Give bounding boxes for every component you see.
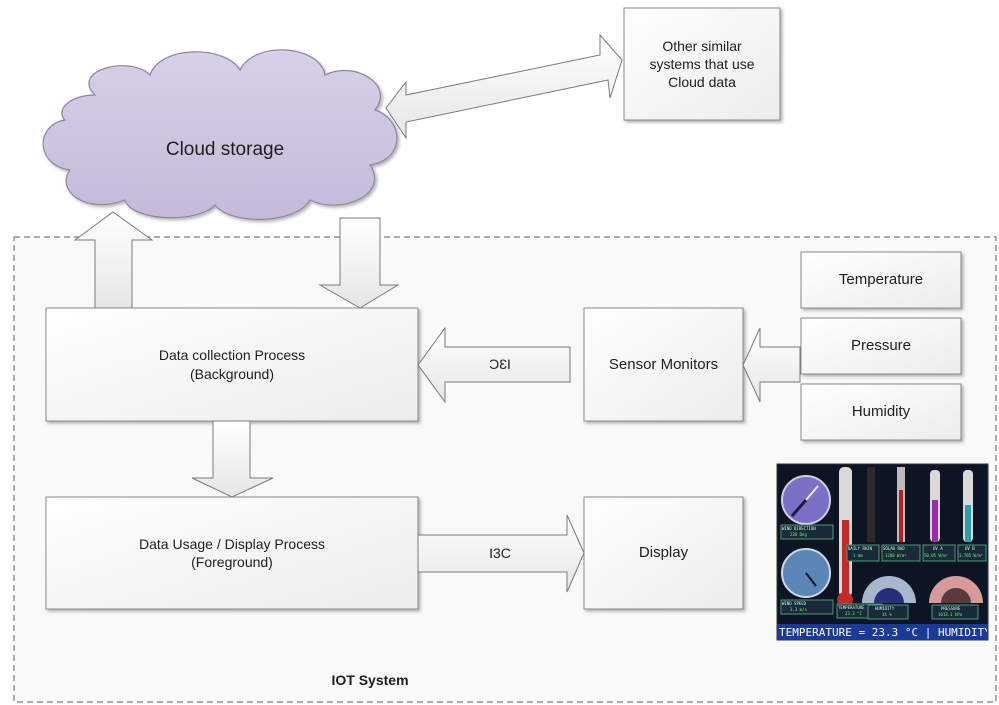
wind-speed-caption: WIND SPEED [782,601,807,606]
collection-to-usage-arrow [191,420,274,498]
display-box [583,496,744,610]
other-systems-box [623,7,781,121]
pressure-caption: PRESSURE [941,606,961,611]
sensor-monitors-label: Sensor Monitors [608,355,719,373]
humidity-sensor-label: Humidity [851,403,911,421]
cloud-exchange-arrow [385,33,623,140]
uva-value: 50.05 W/m² [924,553,949,558]
download-arrow [318,217,400,309]
sensors-to-monitors-arrow [742,327,801,403]
temperature-value: 23.3 °C [845,611,862,616]
wind-direction-caption: WIND DIRECTION [782,526,816,531]
other-systems-line-1: Other similar [662,37,742,54]
weather-ticker-bar [777,624,988,640]
temperature-sensor-label: Temperature [838,271,924,289]
uva-caption: UV A [933,546,943,551]
uvb-caption: UV B [965,546,975,551]
daily-rain-caption: DAILY RAIN [848,546,873,551]
display-label: Display [638,544,689,562]
i3c-bottom-label: I3C [489,544,511,561]
wind-direction-value: 236 Deg [790,532,807,537]
other-systems-label: Other similar systems that use Cloud dat… [624,8,780,120]
wind-speed-value: 3.3 m/s [790,607,807,612]
data-collection-box [45,307,419,422]
data-collection-line-1: Data collection Process [158,347,306,364]
iot-system-label: IOT System [331,671,409,688]
other-systems-line-2: systems that use [649,55,755,72]
other-systems-line-3: Cloud data [668,74,736,91]
pressure-sensor-label: Pressure [850,337,912,355]
pressure-value: 1013.1 hPa [938,612,963,617]
data-collection-line-2: (Background) [189,365,275,382]
upload-arrow [73,211,154,309]
data-usage-label: Data Usage / Display Process (Foreground… [46,497,418,609]
cloud-shape [42,49,398,221]
weather-ticker-text: TEMPERATURE = 23.3 °C | HUMIDITY [779,626,987,639]
data-usage-line-2: (Foreground) [191,554,273,570]
i3c-arrow-bottom [417,514,585,593]
cloud-storage-label: Cloud storage [165,138,285,160]
weather-station-panel [776,463,989,641]
daily-rain-value: 1 mm [853,553,863,558]
pressure-sensor-box [800,317,962,375]
humidity-caption: HUMIDITY [875,606,895,611]
humidity-value: 34 % [882,612,892,617]
data-usage-box [45,496,419,610]
daily-rain-gauge [867,467,875,542]
data-collection-label: Data collection Process (Background) [46,308,418,421]
solar-rad-caption: SOLAR RAD [883,546,905,551]
i3c-arrow-top [417,326,571,404]
sensor-monitors-box [583,307,744,422]
data-usage-line-1: Data Usage / Display Process [139,535,325,552]
solar-rad-value: 1288 W/m² [885,553,907,558]
i3c-top-label: I3C [489,355,511,372]
uvb-value: 3.705 W/m² [959,553,984,558]
temperature-caption: TEMPERATURE [838,605,865,610]
humidity-sensor-box [800,383,962,441]
temperature-sensor-box [800,251,962,309]
